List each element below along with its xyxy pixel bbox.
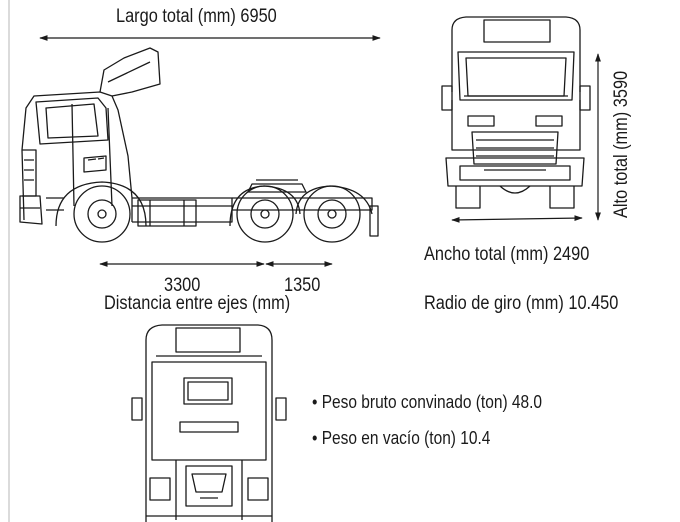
width-dimension-arrow — [451, 215, 583, 223]
wheelbase-rear-value: 1350 — [284, 275, 321, 296]
width-label: Ancho total (mm) 2490 — [424, 244, 590, 265]
length-label: Largo total (mm) 6950 — [116, 6, 277, 27]
wheelbase-front-value: 3300 — [164, 275, 201, 296]
truck-side-view — [19, 47, 379, 237]
wheelbase-label: Distancia entre ejes (mm) — [104, 293, 291, 314]
truck-front-view — [441, 16, 591, 209]
spec-empty-weight: • Peso en vacío (ton) 10.4 — [312, 428, 491, 448]
spec-gross-weight: • Peso bruto convinado (ton) 48.0 — [312, 392, 543, 412]
height-label: Alto total (mm) 3590 — [611, 70, 632, 219]
turning-radius-label: Radio de giro (mm) 10.450 — [424, 293, 619, 314]
truck-side-wheels — [73, 185, 361, 243]
truck-rear-view — [131, 324, 287, 522]
